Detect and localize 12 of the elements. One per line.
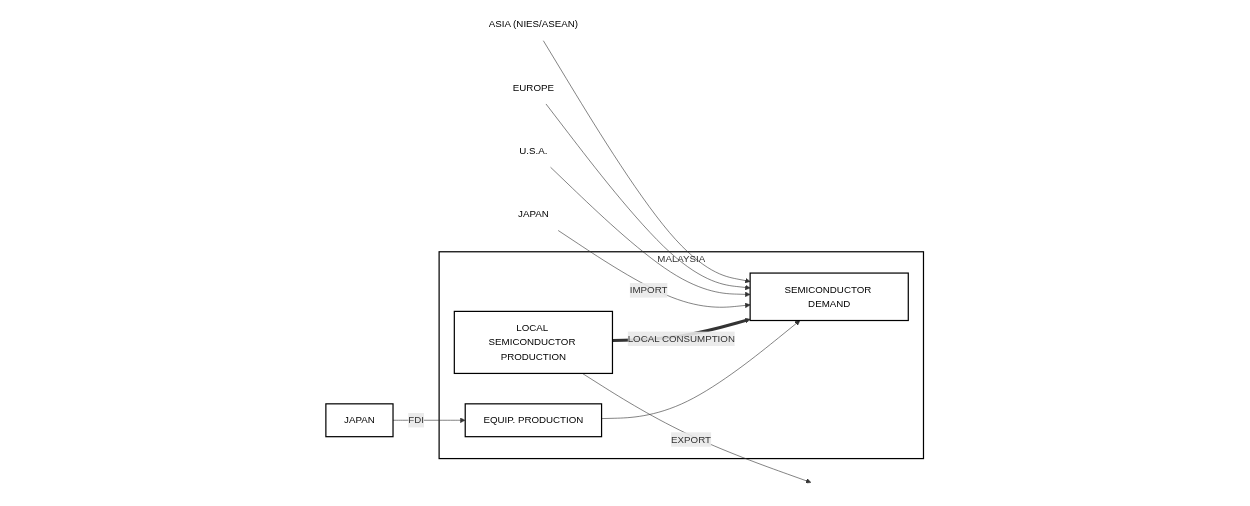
node-text: JAPAN — [518, 208, 550, 219]
node-box: SEMICONDUCTOR DEMAND — [749, 272, 910, 322]
edge-label: IMPORT — [630, 284, 668, 296]
node-text: EUROPE — [513, 82, 555, 93]
node-text: U.S.A. — [519, 145, 548, 156]
edge-label: FDI — [408, 414, 425, 426]
node-box: JAPAN — [325, 403, 394, 438]
edge-label: EXPORT — [671, 434, 712, 445]
node-box: EQUIP. PRODUCTION — [464, 403, 603, 438]
edge-label: LOCAL CONSUMPTION — [627, 333, 736, 344]
node-text: ASIA (NIES/ASEAN) — [489, 18, 579, 30]
node-box: LOCAL SEMICONDUCTOR PRODUCTION — [454, 310, 614, 375]
